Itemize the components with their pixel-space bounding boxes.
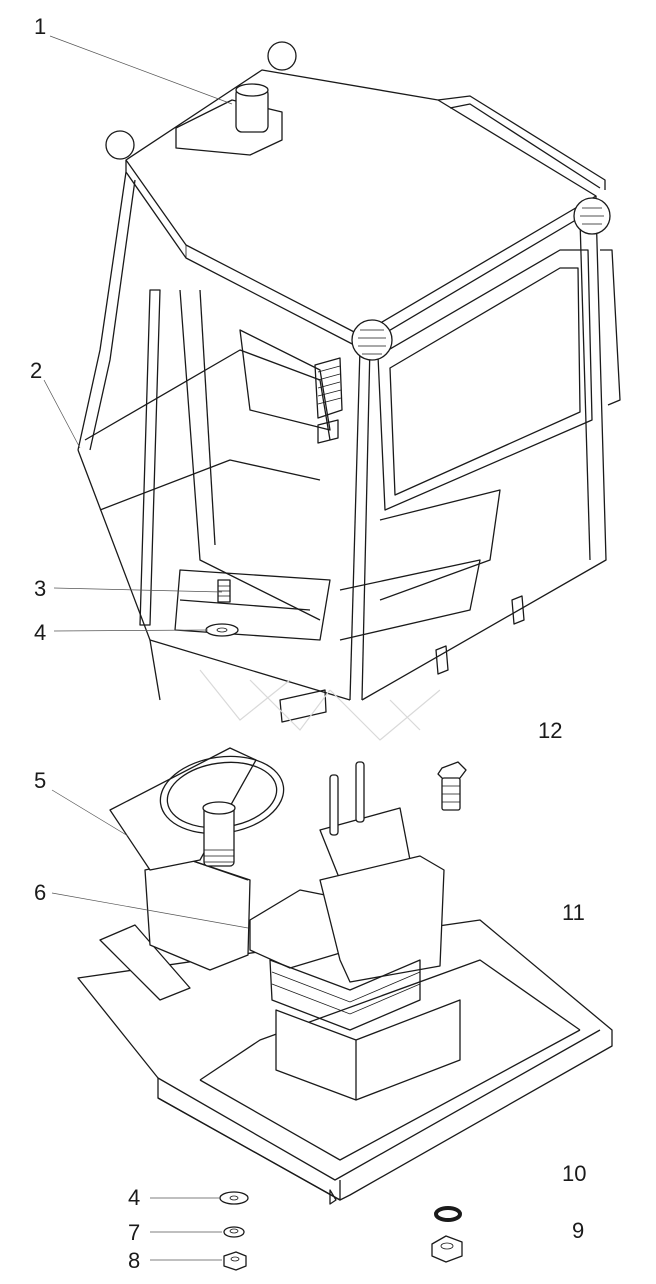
callout-10: 10 bbox=[562, 1161, 586, 1186]
watermark-graphic bbox=[199, 669, 441, 741]
floor-assembly bbox=[77, 747, 613, 1205]
callout-2: 2 bbox=[30, 358, 42, 383]
callout-4-cab: 4 bbox=[34, 620, 46, 645]
callout-9: 9 bbox=[572, 1218, 584, 1243]
callout-5: 5 bbox=[34, 768, 46, 793]
leader-lines bbox=[43, 35, 249, 1261]
nut-icon bbox=[223, 1235, 463, 1271]
callout-1: 1 bbox=[34, 14, 46, 39]
callout-3: 3 bbox=[34, 576, 46, 601]
callout-labels: 1 2 3 4 12 5 6 11 10 4 7 8 9 bbox=[30, 14, 586, 1273]
work-light-icon bbox=[105, 41, 611, 361]
callout-4-loose: 4 bbox=[128, 1185, 140, 1210]
callout-11: 11 bbox=[562, 900, 585, 925]
callout-7: 7 bbox=[128, 1220, 140, 1245]
beacon-lamp-icon bbox=[175, 83, 283, 156]
bolt-icon bbox=[437, 761, 467, 811]
cab-assembly bbox=[77, 69, 621, 723]
spring-washer-icon bbox=[223, 1206, 462, 1238]
callout-12: 12 bbox=[538, 718, 562, 743]
washer-icon bbox=[219, 1191, 249, 1205]
callout-6: 6 bbox=[34, 880, 46, 905]
callout-8: 8 bbox=[128, 1248, 140, 1273]
